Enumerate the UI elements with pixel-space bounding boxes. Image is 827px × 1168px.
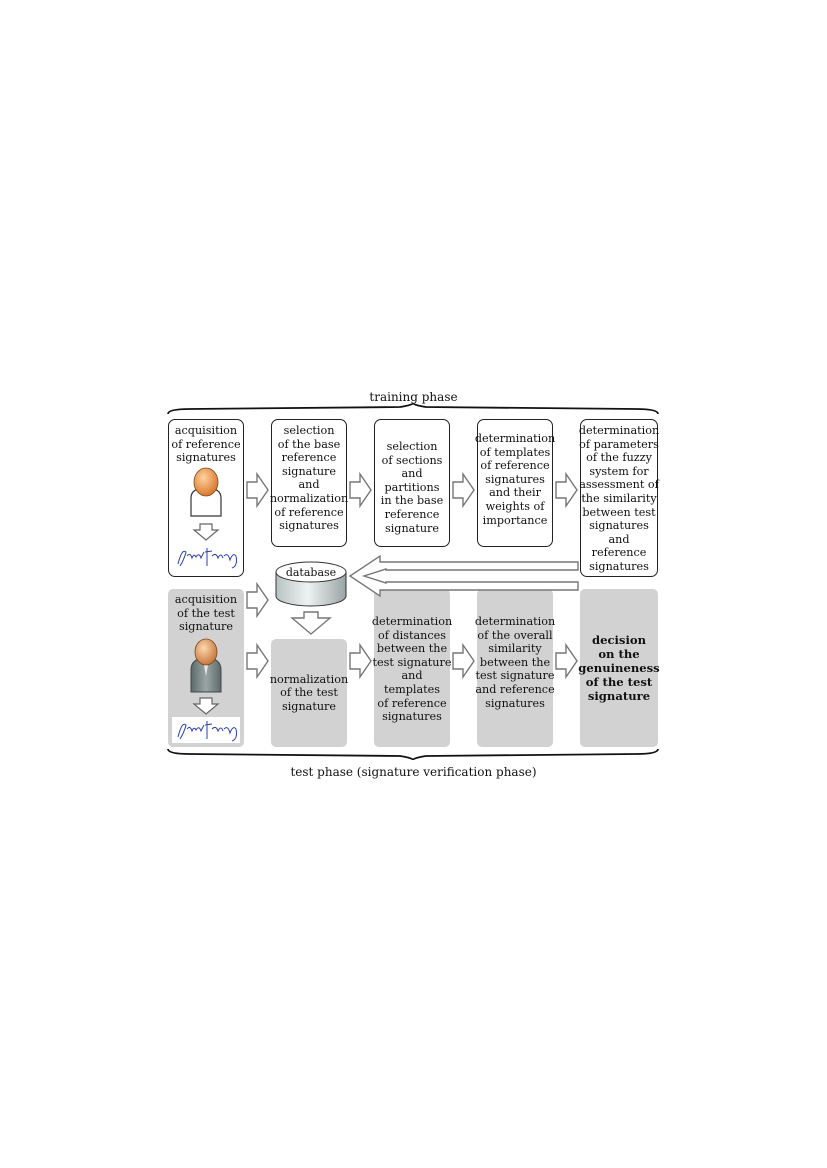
box-decision-genuineness: decision on the genuineness of the test … (578, 589, 660, 747)
hollow-arrow-icon (246, 581, 269, 619)
box-determination-fuzzy-parameters: determination of parameters of the fuzzy… (578, 419, 660, 577)
test-arrows (246, 642, 578, 680)
hollow-arrow-icon (246, 642, 269, 680)
signature-icon (177, 548, 237, 569)
box-selection-sections: selection of sections and partitions in … (374, 419, 450, 547)
database-label: database (285, 566, 337, 579)
database-icon (275, 561, 347, 607)
box-selection-base-reference-text: selection of the base reference signatur… (269, 424, 349, 533)
person-icon (190, 638, 222, 693)
person-icon (190, 467, 222, 517)
hollow-arrow-icon (192, 523, 220, 541)
box-determination-fuzzy-parameters-text: determination of parameters of the fuzzy… (578, 424, 660, 573)
box-decision-genuineness-text: decision on the genuineness of the test … (578, 633, 660, 703)
hollow-arrow-icon (290, 611, 332, 635)
hollow-arrow-icon (349, 471, 372, 509)
test-phase-label: test phase (signature verification phase… (290, 765, 537, 779)
box-determination-distances: determination of distances between the t… (371, 589, 453, 747)
box-determination-similarity-text: determination of the overall similarity … (474, 615, 556, 710)
hollow-arrow-icon (349, 642, 372, 680)
hollow-arrow-icon (452, 471, 475, 509)
box-acquisition-reference-text: acquisition of reference signatures (171, 424, 241, 465)
box-selection-base-reference: selection of the base reference signatur… (269, 419, 349, 547)
box-acquisition-test-text: acquisition of the test signature (174, 593, 238, 634)
training-arrows (246, 471, 578, 509)
signature-card (172, 717, 240, 743)
test-brace (167, 748, 659, 761)
signature-icon (177, 721, 237, 742)
box-acquisition-reference: acquisition of reference signatures (168, 419, 244, 577)
hollow-arrow-icon (555, 471, 578, 509)
box-determination-templates: determination of templates of reference … (474, 419, 556, 547)
box-selection-sections-text: selection of sections and partitions in … (380, 440, 444, 535)
hollow-arrow-icon (246, 471, 269, 509)
hollow-arrow-icon (555, 642, 578, 680)
box-determination-distances-text: determination of distances between the t… (371, 615, 453, 724)
training-brace (167, 402, 659, 415)
hollow-arrow-icon (348, 554, 579, 598)
box-determination-templates-text: determination of templates of reference … (474, 432, 556, 527)
box-normalization-test-text: normalization of the test signature (269, 672, 349, 713)
box-determination-similarity: determination of the overall similarity … (474, 589, 556, 747)
training-phase-label: training phase (369, 390, 458, 404)
hollow-arrow-icon (452, 642, 475, 680)
box-normalization-test: normalization of the test signature (269, 639, 349, 747)
hollow-arrow-icon (192, 697, 220, 715)
